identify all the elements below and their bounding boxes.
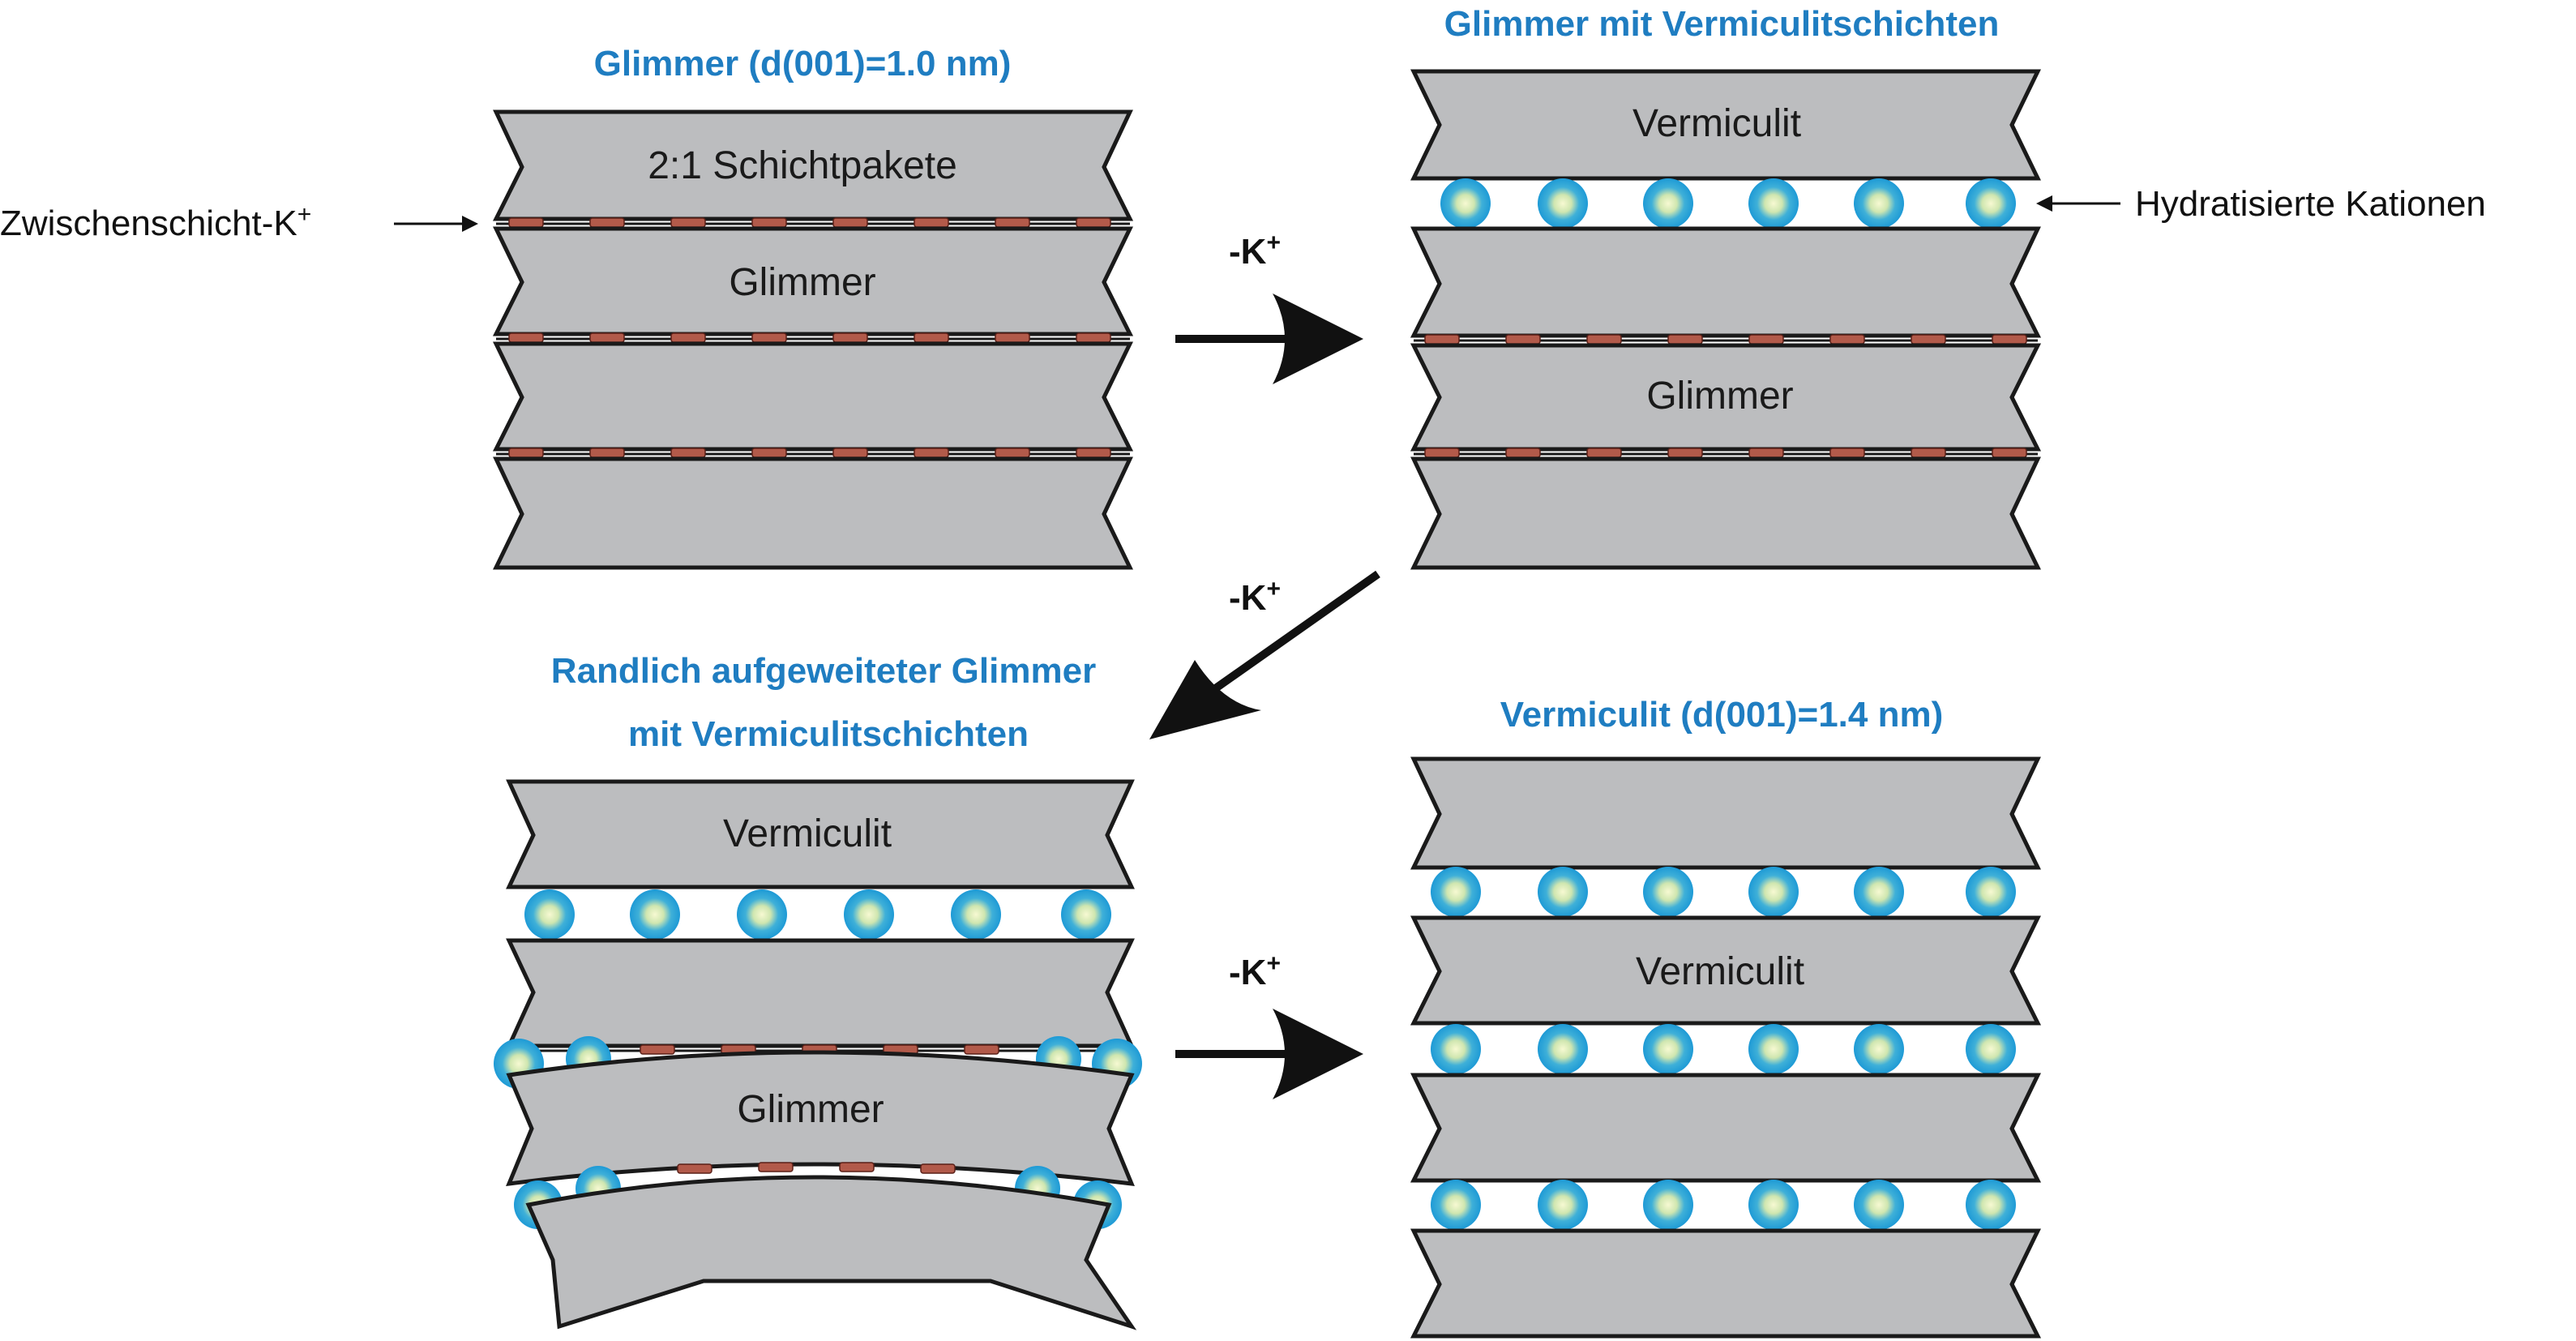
hydrated-cation [1854,1180,1904,1230]
panel-title-glimmer-vermiculit: Glimmer mit Vermiculitschichten [1444,4,2000,44]
arrowhead-icon [1149,660,1261,739]
silicate-layer [506,938,1135,1048]
panel-vermiculit: Vermiculit (d(001)=1.4 nm) Vermiculit [1410,695,2042,1339]
hydrated-cation [1643,178,1693,229]
panel-glimmer-vermiculit: Glimmer mit Vermiculitschichten Vermicul… [1410,4,2486,570]
potassium-ion [920,1163,956,1174]
silicate-layer [1410,756,2041,870]
layer-label-glimmer: Glimmer [1646,375,1793,418]
hydrated-cation-row [1431,1180,2016,1230]
hydrated-cation [737,889,787,940]
hydrated-cation [1748,178,1799,229]
side-label-sup: + [297,201,312,228]
potassium-ion [758,1162,794,1172]
hydrated-cation [1538,178,1588,229]
pointer-arrowhead-icon [462,216,478,232]
hydrated-cation [1966,1024,2016,1074]
layer-label-schichtpakete: 2:1 Schichtpakete [648,144,957,187]
hydrated-cation [1966,1180,2016,1230]
silicate-layer [492,109,1134,221]
side-label-text: Zwischenschicht-K [0,204,297,243]
interlayer-potassium-row [496,448,1130,458]
potassium-ion [677,1163,712,1174]
interlayer-potassium-row [496,332,1130,343]
layer-label-glimmer: Glimmer [737,1088,884,1131]
arrow-label-sup: + [1266,576,1281,602]
hydrated-cation [1854,867,1904,917]
reaction-arrow-3: -K+ [1175,950,1363,1099]
hydrated-cation-row [1440,178,2016,229]
hydrated-cation [951,889,1001,940]
hydrated-cation [1538,1024,1588,1074]
silicate-layer [1410,915,2042,1026]
hydrated-cation [1643,867,1693,917]
svg-text:-K+: -K+ [1229,950,1281,992]
silicate-layer [1410,1228,2042,1339]
pointer-arrowhead-icon [2036,195,2052,212]
svg-text:Zwischenschicht-K+: Zwischenschicht-K+ [0,201,311,243]
panel-randlich-aufgeweitet: Randlich aufgeweiteter Glimmer mit Vermi… [494,651,1142,1330]
hydrated-cation [1538,1180,1588,1230]
silicate-layer [506,779,1135,889]
layer-label-glimmer: Glimmer [729,261,875,304]
silicate-layer [1410,226,2042,338]
svg-text:-K+: -K+ [1229,576,1281,618]
hydrated-cation [1431,867,1481,917]
hydrated-cation-row [1431,1024,2016,1074]
layer-label-vermiculit: Vermiculit [723,812,892,855]
arrowhead-icon [1273,293,1363,384]
hydrated-cation [1748,1180,1799,1230]
silicate-layer [1410,1073,2042,1183]
silicate-layer [1410,343,2042,452]
hydrated-cation [1748,1024,1799,1074]
panel-title-line2: mit Vermiculitschichten [628,714,1029,754]
potassium-ion [640,1044,675,1055]
panel-title-vermiculit: Vermiculit (d(001)=1.4 nm) [1500,695,1944,735]
panel-title-glimmer: Glimmer (d(001)=1.0 nm) [594,44,1012,84]
silicate-layer [492,341,1134,452]
layer-label-vermiculit: Vermiculit [1636,950,1804,993]
side-label-hydratisierte: Hydratisierte Kationen [2036,184,2486,224]
hydrated-cation [1966,178,2016,229]
hydrated-cation [1643,1180,1693,1230]
hydrated-cation [1966,867,2016,917]
potassium-ion [964,1044,999,1055]
hydrated-cation [844,889,894,940]
svg-text:-K+: -K+ [1229,229,1281,272]
layer-label-vermiculit: Vermiculit [1632,102,1801,145]
bent-silicate-layer [525,1175,1137,1330]
silicate-layer [1410,456,2041,570]
reaction-arrow-1: -K+ [1175,229,1363,384]
arrow-label-sup: + [1266,950,1281,977]
panel-title-line1: Randlich aufgeweiteter Glimmer [551,651,1096,691]
reaction-arrow-2: -K+ [1149,570,1380,739]
side-label-text: Hydratisierte Kationen [2135,184,2486,224]
silicate-layer [1410,69,2041,181]
panel-glimmer: Glimmer (d(001)=1.0 nm) 2:1 Schichtpaket… [0,44,1134,570]
hydrated-cation-row [1431,867,2016,917]
hydrated-cation [1061,889,1111,940]
hydrated-cation [1538,867,1588,917]
hydrated-cation [1854,1024,1904,1074]
side-label-zwischenschicht: Zwischenschicht-K+ [0,201,478,243]
hydrated-cation [524,889,575,940]
hydrated-cation [1431,1024,1481,1074]
hydrated-cation [1431,1180,1481,1230]
arrowhead-icon [1273,1009,1363,1099]
arrow-label: -K [1229,232,1267,272]
hydrated-cation [630,889,680,940]
silicate-layer [493,456,1133,570]
hydrated-cation-row [524,889,1111,940]
arrow-label: -K [1229,953,1267,992]
hydrated-cation [1643,1024,1693,1074]
bent-silicate-layer [506,1050,1135,1187]
potassium-ion [839,1162,875,1172]
hydrated-cation [1748,867,1799,917]
arrow-label-sup: + [1266,229,1281,256]
silicate-layer [492,226,1134,336]
hydrated-cation [1440,178,1491,229]
arrow-label: -K [1229,578,1267,618]
hydrated-cation [1854,178,1904,229]
